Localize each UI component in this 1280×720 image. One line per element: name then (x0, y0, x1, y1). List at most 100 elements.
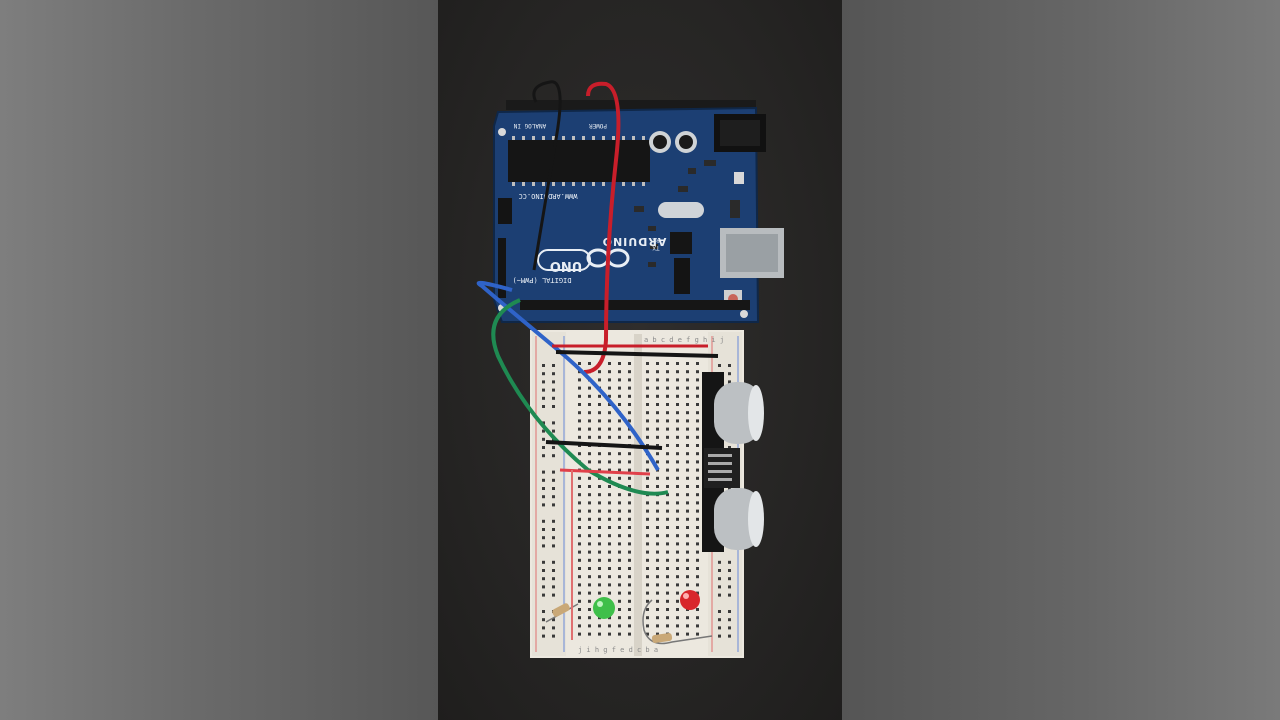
breadboard-hole (628, 591, 631, 595)
breadboard-hole (656, 427, 659, 431)
breadboard-hole (656, 616, 659, 620)
breadboard-hole (578, 485, 581, 488)
breadboard-hole (598, 526, 601, 529)
breadboard-hole (542, 487, 545, 490)
breadboard-hole (696, 452, 699, 456)
breadboard-hole (686, 485, 689, 488)
breadboard-hole (656, 394, 659, 398)
breadboard-hole (628, 632, 631, 636)
usb-chip (670, 232, 692, 254)
breadboard-hole (588, 362, 591, 365)
breadboard-hole (696, 378, 699, 382)
breadboard-hole (728, 585, 731, 589)
breadboard-hole (578, 624, 581, 628)
breadboard-hole (666, 517, 669, 521)
wire-blue (476, 280, 660, 471)
breadboard-hole (618, 575, 621, 579)
breadboard-hole (542, 577, 545, 581)
breadboard-hole (618, 378, 621, 382)
breadboard-hole (656, 575, 659, 579)
breadboard-hole (588, 411, 591, 415)
breadboard-hole (728, 577, 731, 581)
breadboard-hole (588, 608, 591, 611)
breadboard-hole (666, 444, 669, 447)
breadboard-hole (598, 509, 601, 513)
breadboard-hole (666, 386, 669, 390)
breadboard-hole (618, 419, 621, 423)
breadboard-hole (696, 403, 699, 406)
breadboard-hole (628, 550, 631, 554)
breadboard-hole (656, 485, 659, 488)
breadboard-hole (666, 526, 669, 529)
breadboard-hole (656, 558, 659, 562)
breadboard-hole (646, 583, 649, 587)
breadboard-hole (542, 388, 545, 392)
breadboard-hole (646, 534, 649, 538)
breadboard-hole (676, 370, 679, 374)
breadboard-hole (608, 534, 611, 538)
breadboard-hole (656, 460, 659, 464)
breadboard-hole (696, 550, 699, 554)
breadboard-hole (666, 575, 669, 579)
breadboard-hole (552, 495, 555, 499)
breadboard-hole (696, 476, 699, 480)
breadboard-hole (598, 419, 601, 423)
breadboard-hole (552, 519, 555, 523)
breadboard-hole (608, 452, 611, 456)
breadboard-hole (588, 550, 591, 554)
breadboard-hole (728, 610, 731, 613)
breadboard-hole (618, 583, 621, 587)
uno-badge (537, 249, 591, 271)
breadboard-hole (588, 493, 591, 497)
breadboard-hole (676, 608, 679, 611)
breadboard-hole (598, 493, 601, 497)
breadboard-hole (608, 427, 611, 431)
breadboard-hole (656, 419, 659, 423)
breadboard-hole (542, 454, 545, 458)
rx-label: RX (652, 236, 660, 243)
breadboard-hole (656, 362, 659, 365)
breadboard-hole (728, 380, 731, 384)
breadboard-hole (696, 517, 699, 521)
breadboard-hole (578, 493, 581, 497)
breadboard-hole (608, 386, 611, 390)
breadboard-hole (646, 608, 649, 611)
breadboard-hole (686, 567, 689, 570)
breadboard-hole (666, 460, 669, 464)
breadboard-hole (618, 370, 621, 374)
breadboard-hole (542, 446, 545, 449)
breadboard-hole (578, 394, 581, 398)
breadboard-hole (608, 476, 611, 480)
breadboard-hole (618, 386, 621, 390)
breadboard-hole (686, 403, 689, 406)
breadboard-hole (656, 624, 659, 628)
breadboard-hole (542, 405, 545, 408)
breadboard-hole (598, 411, 601, 415)
breadboard-hole (542, 569, 545, 572)
breadboard-hole (588, 485, 591, 488)
breadboard-hole (618, 501, 621, 505)
mounting-hole (498, 128, 506, 136)
breadboard-hole (608, 517, 611, 521)
breadboard-hole (666, 362, 669, 365)
breadboard-hole (628, 526, 631, 529)
breadboard-hole (718, 618, 721, 622)
breadboard-hole (608, 526, 611, 529)
breadboard-hole (656, 444, 659, 447)
blurred-background-left (0, 0, 438, 720)
breadboard-hole (696, 608, 699, 611)
breadboard-hole (646, 526, 649, 529)
breadboard-hole (628, 542, 631, 546)
breadboard-hole (628, 575, 631, 579)
breadboard-hole (686, 444, 689, 447)
row-letters-bottom: j i h g f e d c b a (578, 646, 658, 654)
breadboard-hole (686, 419, 689, 423)
breadboard-hole (696, 460, 699, 464)
breadboard-hole (656, 370, 659, 374)
breadboard-hole (666, 419, 669, 423)
breadboard-hole (628, 419, 631, 423)
breadboard-hole (552, 626, 555, 630)
breadboard-hole (728, 593, 731, 597)
breadboard-hole (628, 370, 631, 374)
breadboard-hole (696, 362, 699, 365)
